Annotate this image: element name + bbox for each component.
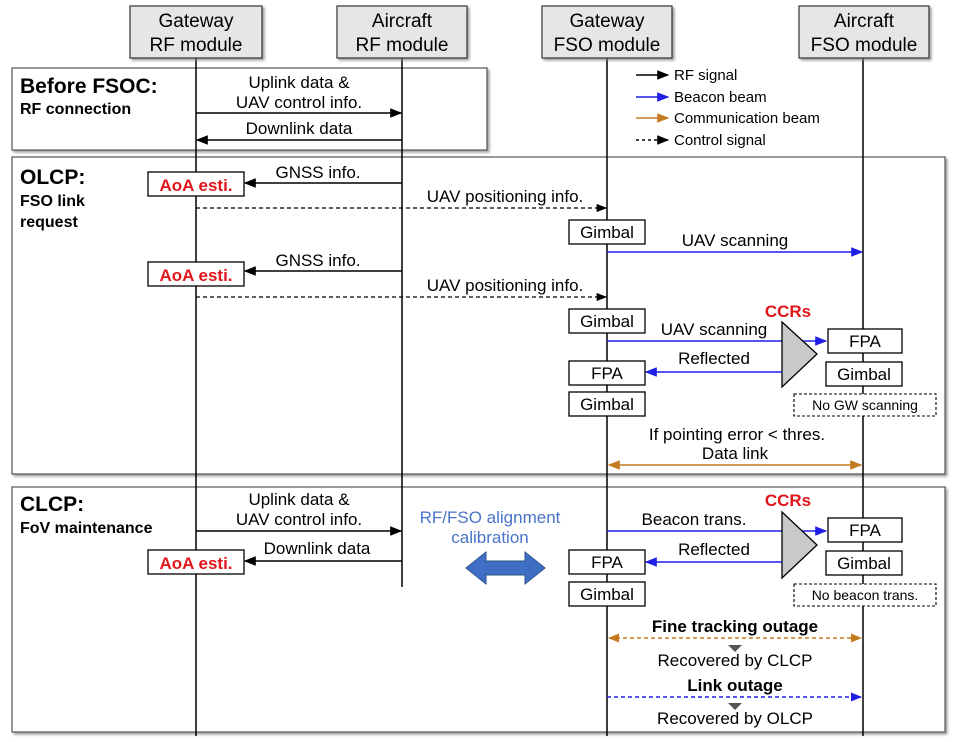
aoa-estimation-box (147, 549, 245, 575)
recovered-by-olcp-label: Recovered by OLCP (657, 709, 813, 728)
clcp-uplink-label-2: UAV control info. (236, 510, 362, 529)
module-aircraft-fso: Aircraft FSO module (798, 5, 930, 59)
gimbal-box (825, 361, 903, 387)
gnss-info-label: GNSS info. (275, 163, 360, 182)
fpa-box (568, 549, 646, 575)
aoa-estimation-box (147, 171, 245, 197)
gnss-info-label: GNSS info. (275, 251, 360, 270)
gimbal-label: Gimbal (580, 395, 634, 414)
legend-beacon-label: Beacon beam (674, 89, 767, 106)
no-gw-scanning-label: No GW scanning (812, 397, 918, 413)
before-uplink-label-2: UAV control info. (236, 93, 362, 112)
legend: RF signal Beacon beam Communication beam… (636, 67, 820, 149)
uav-positioning-label: UAV positioning info. (427, 276, 584, 295)
fpa-box (827, 328, 903, 354)
beacon-trans-label: Beacon trans. (642, 510, 747, 529)
fpa-label: FPA (849, 521, 881, 540)
ccrs-label: CCRs (765, 491, 811, 510)
module-label-line2: RF module (356, 35, 449, 56)
fpa-box (568, 360, 646, 386)
before-downlink-label: Downlink data (246, 119, 353, 138)
module-gateway-rf: Gateway RF module (129, 5, 263, 59)
clcp-subtitle: FoV maintenance (20, 520, 153, 537)
aoa-estimation-box (147, 261, 245, 287)
legend-rf-label: RF signal (674, 67, 737, 84)
gimbal-box (568, 308, 646, 334)
down-triangle-icon (728, 645, 742, 652)
uav-scanning-label: UAV scanning (682, 231, 788, 250)
legend-control-label: Control signal (674, 132, 766, 149)
clcp-uplink-label-1: Uplink data & (248, 490, 350, 509)
module-aircraft-rf: Aircraft RF module (336, 5, 468, 59)
ccrs-label: CCRs (765, 302, 811, 321)
reflected-label: Reflected (678, 540, 750, 559)
olcp-title: OLCP: (20, 166, 85, 189)
no-gw-scanning-box (793, 393, 937, 417)
gimbal-box (568, 391, 646, 417)
module-label-line1: Gateway (159, 11, 234, 32)
legend-comm-label: Communication beam (674, 110, 820, 127)
aoa-estimation-label: AoA esti. (159, 266, 232, 285)
aoa-estimation-label: AoA esti. (159, 176, 232, 195)
fpa-box (827, 517, 903, 543)
link-outage-label: Link outage (687, 676, 782, 695)
gimbal-label: Gimbal (580, 312, 634, 331)
fpa-label: FPA (591, 553, 623, 572)
gimbal-label: Gimbal (837, 554, 891, 573)
calibration-double-arrow (465, 550, 546, 586)
gimbal-box (568, 581, 646, 607)
gimbal-label: Gimbal (837, 365, 891, 384)
calibration-label-1: RF/FSO alignment (420, 508, 561, 527)
before-fsoc-panel (11, 67, 488, 151)
before-uplink-label-1: Uplink data & (248, 73, 350, 92)
gimbal-box (568, 219, 646, 245)
no-beacon-trans-box (793, 583, 937, 607)
gimbal-box (825, 550, 903, 576)
module-gateway-fso: Gateway FSO module (541, 5, 673, 59)
olcp-panel (11, 156, 946, 475)
fine-tracking-outage-label: Fine tracking outage (652, 617, 818, 636)
olcp-subtitle-2: request (20, 214, 78, 231)
calibration-label-2: calibration (451, 528, 529, 547)
module-label-line2: FSO module (554, 35, 661, 56)
module-label-line1: Gateway (570, 11, 645, 32)
before-title: Before FSOC: (20, 75, 158, 98)
olcp-subtitle-1: FSO link (20, 193, 85, 210)
pointing-condition-label: If pointing error < thres. (649, 425, 825, 444)
module-label-line1: Aircraft (372, 11, 433, 32)
recovered-by-clcp-label: Recovered by CLCP (658, 651, 813, 670)
fpa-label: FPA (849, 332, 881, 351)
aoa-estimation-label: AoA esti. (159, 554, 232, 573)
uav-positioning-label: UAV positioning info. (427, 187, 584, 206)
clcp-title: CLCP: (20, 493, 84, 516)
data-link-label: Data link (702, 444, 769, 463)
module-label-line1: Aircraft (834, 11, 895, 32)
gimbal-label: Gimbal (580, 585, 634, 604)
ccr-reflector (781, 320, 818, 389)
ccr-reflector (781, 510, 818, 580)
down-triangle-icon (728, 703, 742, 710)
module-label-line2: RF module (150, 35, 243, 56)
uav-scanning-label: UAV scanning (661, 320, 767, 339)
clcp-downlink-label: Downlink data (264, 539, 371, 558)
gimbal-label: Gimbal (580, 223, 634, 242)
module-label-line2: FSO module (811, 35, 918, 56)
before-subtitle: RF connection (20, 101, 131, 118)
no-beacon-trans-label: No beacon trans. (812, 587, 919, 603)
reflected-label: Reflected (678, 349, 750, 368)
fpa-label: FPA (591, 364, 623, 383)
